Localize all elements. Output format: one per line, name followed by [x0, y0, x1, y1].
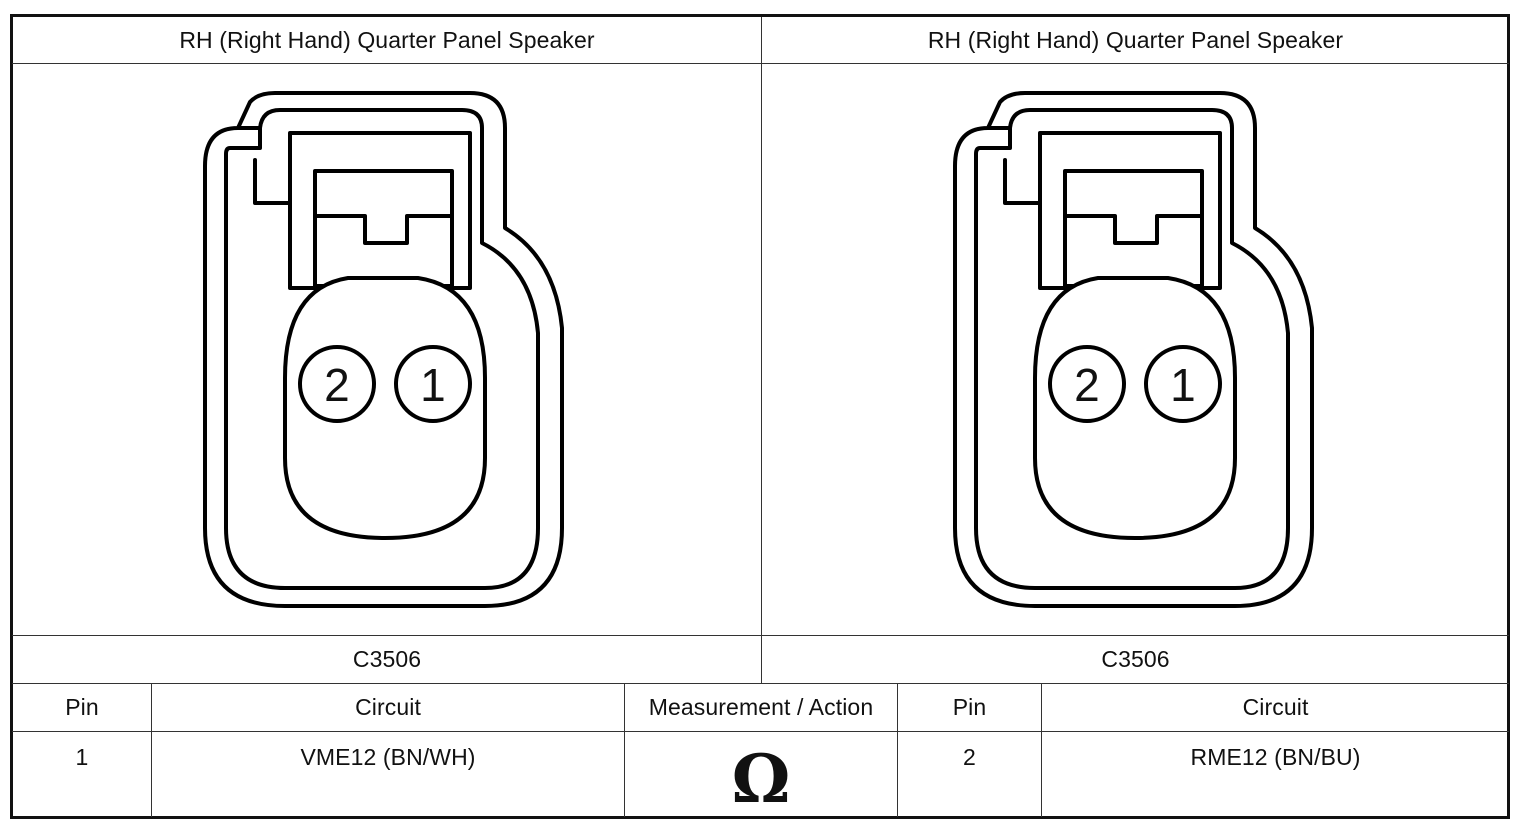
divider-col-3: [897, 684, 898, 817]
row-circuit-a: VME12 (BN/WH): [300, 744, 476, 770]
connector-inner-housing: [224, 108, 540, 590]
pin-2-label-right: 2: [1074, 359, 1100, 411]
connector-id-right: C3506: [1101, 646, 1170, 672]
divider-table-row: [12, 731, 1509, 732]
connector-id-left: C3506: [352, 646, 422, 672]
divider-table-header: [12, 683, 1509, 684]
panel-left-title: RH (Right Hand) Quarter Panel Speaker: [179, 26, 595, 53]
panel-right-title: RH (Right Hand) Quarter Panel Speaker: [927, 26, 1344, 53]
connector-step-ledge: [253, 158, 292, 205]
locking-tab: [1063, 169, 1204, 288]
divider-col-4: [1041, 684, 1042, 817]
pin-1-circle: [1144, 345, 1222, 423]
pin-1-label-right: 1: [1170, 359, 1196, 411]
locking-tab-notch: [313, 214, 454, 245]
connector-test-table: [10, 14, 1510, 819]
divider-col-1: [151, 684, 152, 817]
header-circuit-2: Circuit: [1242, 694, 1309, 720]
pin-1-label-left: 1: [420, 359, 446, 411]
header-pin-2: Pin: [952, 694, 987, 720]
pin-2-circle: [1048, 345, 1126, 423]
pin-1-circle: [394, 345, 472, 423]
ohm-symbol-icon: Ω: [731, 740, 791, 818]
divider-title-row: [12, 63, 1509, 64]
connector-outer-housing: [203, 91, 564, 608]
pin-2-circle: [298, 345, 376, 423]
locking-tab: [313, 169, 454, 288]
connector-step-ledge: [1003, 158, 1042, 205]
pin-cavity-body: [283, 276, 487, 540]
header-pin: Pin: [65, 694, 99, 720]
divider-connector-id-row: [12, 635, 1509, 636]
pin-2-label-left: 2: [324, 359, 350, 411]
locking-tab-notch: [1063, 214, 1204, 245]
divider-col-2: [624, 684, 625, 817]
connector-inner-housing: [974, 108, 1290, 590]
row-pin-b: 2: [963, 744, 976, 770]
connector-outer-housing: [953, 91, 1314, 608]
divider-panels: [761, 17, 762, 684]
header-circuit: Circuit: [355, 694, 421, 720]
connector-face-diagram-left: [203, 91, 564, 608]
header-measurement-action: Measurement / Action: [648, 694, 874, 720]
connector-face-diagram-right: [953, 91, 1314, 608]
pin-cavity-body: [1033, 276, 1237, 540]
row-circuit-b: RME12 (BN/BU): [1190, 744, 1361, 770]
row-pin-a: 1: [75, 744, 89, 770]
